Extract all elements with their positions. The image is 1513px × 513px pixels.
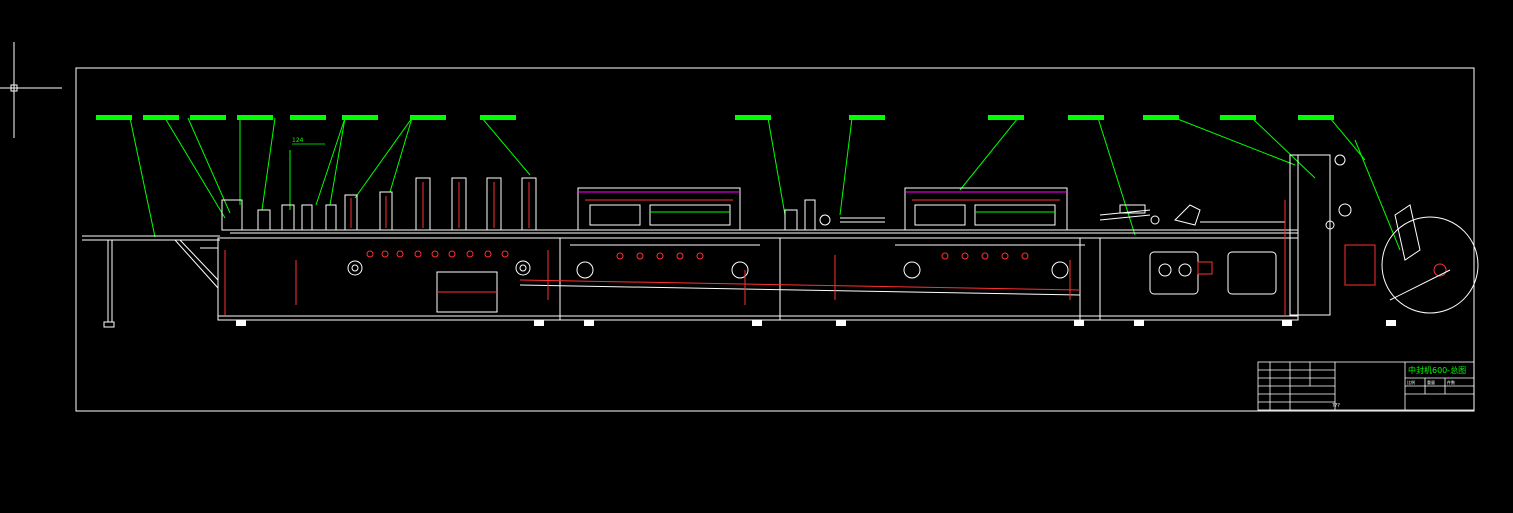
balloon-b7 [410,115,446,120]
transfer-section [519,199,1081,296]
balloon-b2 [143,115,179,120]
balloon-b4 [237,115,273,120]
sealing-unit-1-rollers [616,252,704,260]
balloon-labels: 16 18 15 14 13 12 11 10 9 8 5 7 2 3 1 [97,116,1302,122]
balloon-b9 [735,115,771,120]
sealing-unit-2 [895,187,1085,279]
left-section-wheels [347,260,531,313]
leader-lines [129,117,1401,251]
balloon-label: 15 [191,116,197,122]
drawing-frame [75,67,1475,412]
balloon-b8 [480,115,516,120]
scale-note: ??? [1332,403,1340,409]
balloon-label: 8 [850,116,853,122]
balloon-group [96,115,1334,120]
balloon-label: 13 [291,116,297,122]
roller-row-left [366,250,509,258]
balloon-b10 [849,115,885,120]
balloon-b15 [1298,115,1334,120]
drawing-title: 中封机600-总图 [1408,365,1466,375]
red-dimension-marks [224,200,1286,315]
balloon-label: 12 [343,116,349,122]
note-label: 124 [292,137,304,144]
balloon-label: 11 [411,116,417,122]
balloon-b5 [290,115,326,120]
balloon-b14 [1220,115,1256,120]
balloon-b1 [96,115,132,120]
balloon-b13 [1143,115,1179,120]
balloon-label: 10 [481,116,487,122]
sealing-unit-2-rollers [941,252,1029,260]
balloon-label: 1 [1299,116,1302,122]
title-block-cell: 件数 [1447,379,1455,385]
balloon-label: 3 [1221,116,1224,122]
balloon-label: 18 [144,116,150,122]
crosshair-cursor-icon [0,42,62,138]
balloon-label: 16 [97,116,103,122]
balloon-label: 5 [989,116,992,122]
forming-station-details [350,182,530,228]
infeed-conveyor [82,235,220,328]
forming-stations [221,177,537,231]
balloon-label: 7 [1069,116,1072,122]
balloon-label: 2 [1144,116,1147,122]
balloon-label: 14 [238,116,244,122]
balloon-b6 [342,115,378,120]
title-block [1257,361,1475,411]
title-block-cell: 重量 [1427,379,1435,385]
sealing-unit-1 [570,187,760,279]
balloon-label: 9 [736,116,739,122]
balloon-b3 [190,115,226,120]
balloon-b11 [988,115,1024,120]
balloon-b12 [1068,115,1104,120]
title-block-cell: 比例 [1407,379,1415,385]
outfeed-unit [1289,154,1479,320]
cutter-section [1099,204,1285,295]
machine-base-frame [217,229,1299,321]
machine-feet [236,320,1396,326]
